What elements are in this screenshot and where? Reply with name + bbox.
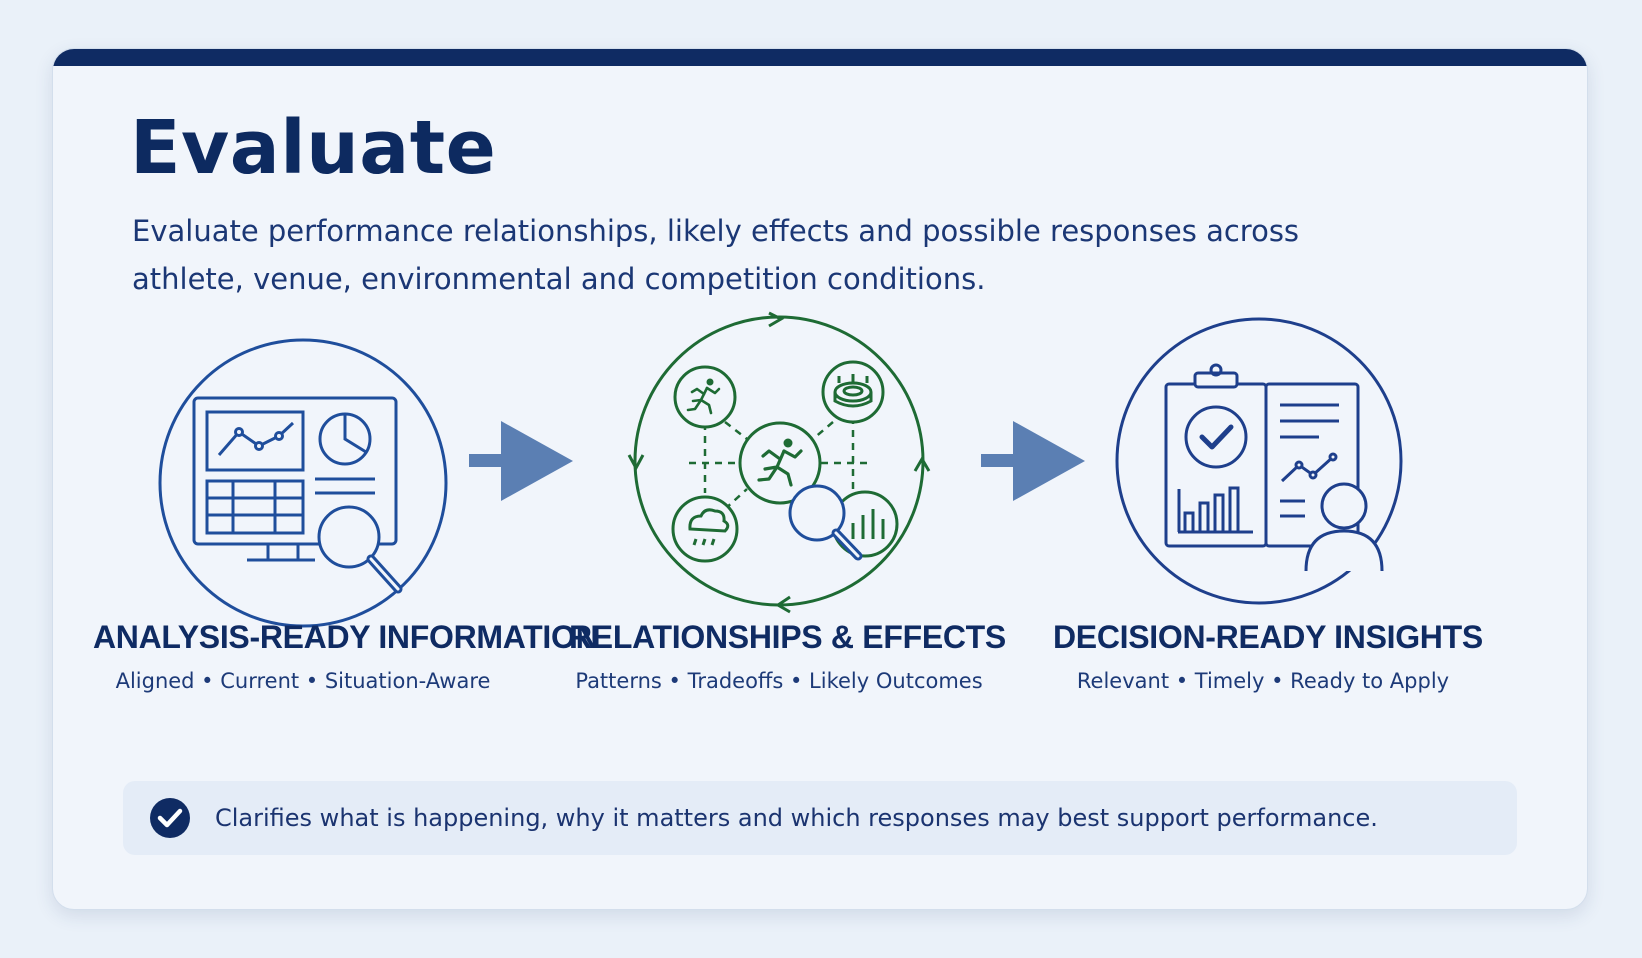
check-circle-icon: [150, 798, 190, 838]
arrow-right-icon: [469, 421, 573, 501]
top-accent-bar: [53, 49, 1587, 66]
summary-text: Clarifies what is happening, why it matt…: [215, 804, 1378, 832]
monitor-dashboard-icon: [158, 338, 448, 628]
step-title: RELATIONSHIPS & EFFECTS: [569, 619, 1006, 655]
step-title: DECISION-READY INSIGHTS: [1053, 619, 1483, 655]
summary-banner: Clarifies what is happening, why it matt…: [123, 781, 1517, 855]
step-subtitle: Patterns • Tradeoffs • Likely Outcomes: [575, 669, 983, 693]
step-subtitle: Relevant • Timely • Ready to Apply: [1076, 669, 1450, 693]
step-title: ANALYSIS-READY INFORMATION: [93, 619, 599, 655]
relationship-network-icon: [627, 311, 931, 614]
step-subtitle: Aligned • Current • Situation-Aware: [115, 669, 491, 693]
page-description: Evaluate performance relationships, like…: [132, 214, 1300, 296]
page-title: Evaluate: [130, 105, 497, 191]
evaluate-card: Evaluate Evaluate performance relationsh…: [52, 48, 1588, 910]
clipboard-insights-icon: [1115, 317, 1403, 605]
arrow-right-icon: [981, 421, 1085, 501]
